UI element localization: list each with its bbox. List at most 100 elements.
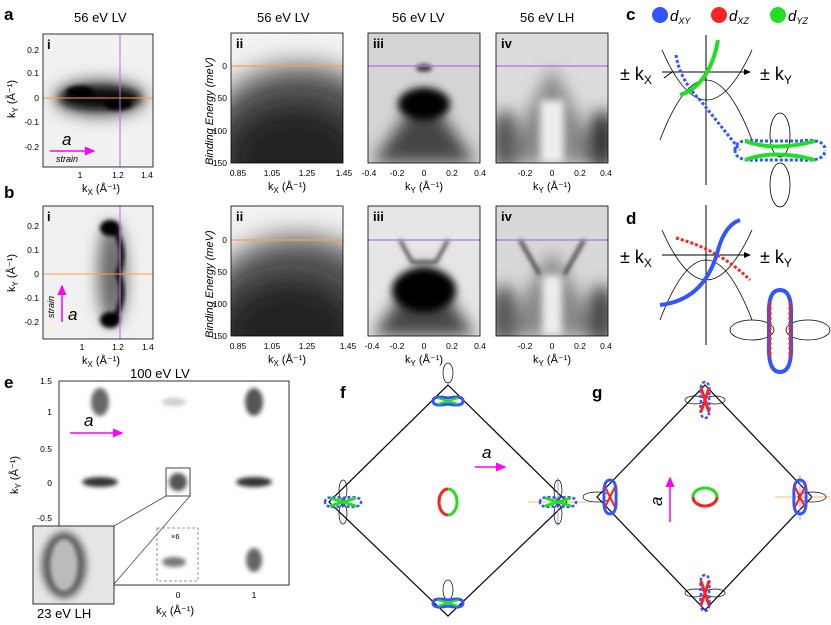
tick-label: 1.25 — [299, 341, 316, 351]
arpes-cut-b-iv — [496, 206, 608, 336]
legend-dyz: dYZ — [788, 8, 808, 26]
tick-label: -0.2 — [24, 317, 39, 327]
arpes-cut-a-ii — [231, 33, 343, 163]
panel-label-a: a — [4, 5, 14, 24]
tick-label: 0.5 — [40, 444, 52, 454]
tick-label: 1.05 — [264, 168, 281, 178]
tick-label: 1.2 — [112, 342, 124, 352]
panel-label-d: d — [626, 209, 636, 228]
axis-label-kx: kX (Å⁻¹) — [268, 180, 306, 195]
tick-label: 0.4 — [474, 341, 486, 351]
panel-label-c: c — [626, 5, 635, 24]
band-schematic-d — [659, 205, 753, 345]
tick-label: 1 — [252, 590, 257, 600]
panel-label-b: b — [4, 183, 14, 202]
sub-label-b-iv: iv — [501, 209, 513, 224]
tick-label: 1.45 — [340, 341, 357, 351]
tick-label: 0.2 — [574, 341, 586, 351]
tick-label: 1.2 — [112, 170, 124, 180]
orbital-shape-d — [729, 288, 831, 375]
brillouin-zone-g — [582, 380, 830, 613]
tick-label: 0.2 — [574, 168, 586, 178]
lattice-a-label: a — [647, 497, 666, 506]
tick-label: -0.1 — [24, 293, 39, 303]
axis-label-ky: kY (Å⁻¹) — [5, 254, 20, 292]
axis-label-pm-ky: ± kY — [760, 64, 792, 87]
tick-label: 1 — [80, 342, 85, 352]
tick-label: 0.4 — [600, 341, 612, 351]
tick-label: 0.2 — [446, 168, 458, 178]
axis-label-binding-energy: Binding Energy (meV) — [204, 230, 216, 338]
axis-label-ky: kY (Å⁻¹) — [405, 180, 443, 195]
panel-label-f: f — [340, 383, 346, 402]
tick-label: 0.1 — [27, 245, 39, 255]
tick-label: -0.4 — [365, 341, 380, 351]
tick-label: 1.25 — [299, 168, 316, 178]
tick-label: 1.5 — [40, 376, 52, 386]
tick-label: 0.2 — [27, 221, 39, 231]
tick-label: 150 — [213, 331, 227, 341]
tick-label: -0.2 — [518, 168, 533, 178]
tick-label: 1 — [78, 170, 83, 180]
magnification-label: ×6 — [171, 532, 180, 541]
lattice-a-label: a — [62, 130, 71, 149]
axis-label-ky: kY (Å⁻¹) — [405, 353, 443, 368]
axis-label-kx: kX (Å⁻¹) — [156, 604, 194, 619]
legend-dot-dxz — [711, 7, 727, 23]
panel-label-g: g — [592, 383, 602, 402]
tick-label: 0.4 — [600, 168, 612, 178]
lattice-a-label: a — [84, 411, 93, 430]
axis-label-ky: kY (Å⁻¹) — [8, 456, 23, 494]
title-a-i: 56 eV LV — [74, 10, 127, 25]
lattice-a-label: a — [68, 305, 77, 324]
arpes-cut-b-iii — [368, 206, 480, 336]
inset-title-e: 23 eV LH — [37, 606, 91, 621]
tick-label: 0.2 — [27, 45, 39, 55]
tick-label: 1.05 — [264, 341, 281, 351]
axis-label-ky: kY (Å⁻¹) — [533, 353, 571, 368]
arpes-cut-b-ii — [231, 206, 343, 336]
tick-label: 50 — [218, 93, 228, 103]
legend-dot-dyz — [770, 7, 786, 23]
axis-label-pm-kx: ± kX — [620, 247, 652, 270]
panel-label-e: e — [4, 373, 13, 392]
sub-label-a-iii: iii — [373, 36, 384, 51]
tick-label: -0.2 — [390, 168, 405, 178]
sub-label-b-i: i — [47, 209, 51, 224]
tick-label: 1.4 — [142, 342, 154, 352]
tick-label: -0.5 — [37, 513, 52, 523]
tick-label: 0.2 — [446, 341, 458, 351]
orbital-legend: dXY dXZ dYZ — [652, 7, 808, 26]
tick-label: 0 — [422, 168, 427, 178]
axis-label-pm-kx: ± kX — [620, 64, 652, 87]
legend-dxz: dXZ — [729, 8, 749, 26]
legend-dot-dxy — [652, 7, 668, 23]
title-a-ii: 56 eV LV — [257, 10, 310, 25]
fermi-surface-b-i — [43, 206, 153, 339]
tick-label: 0.4 — [474, 168, 486, 178]
lattice-a-label: a — [482, 443, 491, 462]
inset-fermi-surface-e — [32, 525, 115, 605]
tick-label: -0.4 — [362, 168, 377, 178]
tick-label: 1.4 — [141, 170, 153, 180]
tick-label: -0.1 — [24, 117, 39, 127]
axis-label-kx: kX (Å⁻¹) — [82, 354, 120, 369]
orbital-shape-c — [733, 112, 827, 208]
sub-label-a-iv: iv — [501, 36, 513, 51]
tick-label: 0.1 — [27, 68, 39, 78]
axis-label-pm-ky: ± kY — [760, 247, 792, 270]
tick-label: 0 — [550, 341, 555, 351]
sub-label-b-ii: ii — [236, 209, 243, 224]
tick-label: 0.85 — [230, 168, 247, 178]
strain-label: strain — [46, 296, 56, 318]
axis-label-kx: kX (Å⁻¹) — [268, 353, 306, 368]
axis-label-ky: kY (Å⁻¹) — [5, 80, 20, 118]
tick-label: 0.85 — [230, 341, 247, 351]
tick-label: 0 — [34, 93, 39, 103]
legend-dxy: dXY — [670, 8, 691, 26]
tick-label: 0 — [47, 478, 52, 488]
tick-label: 50 — [218, 267, 228, 277]
title-a-iv: 56 eV LH — [520, 10, 574, 25]
tick-label: -0.2 — [518, 341, 533, 351]
